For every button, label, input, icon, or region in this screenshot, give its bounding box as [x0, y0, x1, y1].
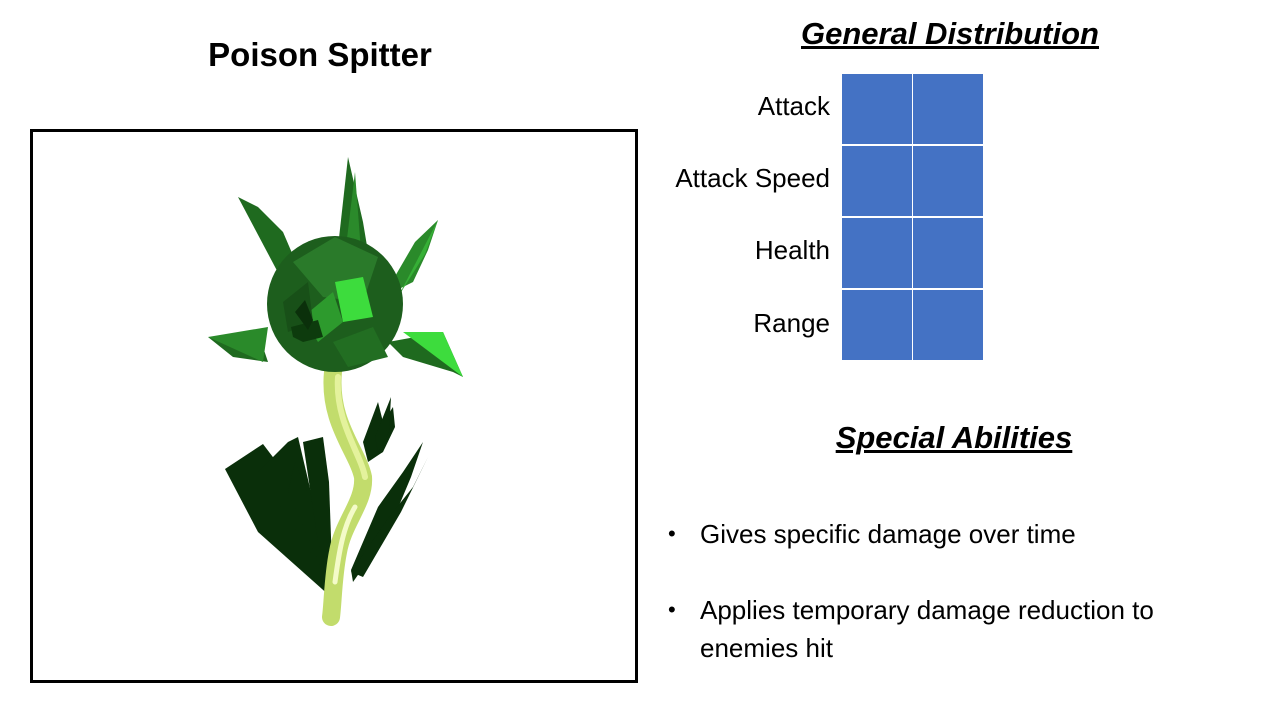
stat-label-range: Range	[753, 308, 830, 338]
plant-image-frame	[30, 129, 638, 683]
bullet-icon: •	[668, 521, 676, 546]
poison-spitter-plant-illustration	[208, 157, 463, 626]
bullet-icon: •	[668, 597, 676, 622]
stat-box-health-1	[842, 218, 913, 290]
stat-box-attack-2	[913, 74, 984, 146]
special-abilities-heading: Special Abilities	[835, 420, 1073, 455]
stat-box-health-2	[913, 218, 984, 290]
stat-label-attack: Attack	[757, 91, 830, 121]
stat-label-attack-speed: Attack Speed	[675, 163, 830, 193]
plant-head	[267, 236, 403, 372]
grass-blades	[225, 397, 428, 597]
ability-item: • Gives specific damage over time	[668, 515, 1248, 553]
ability-text: Gives specific damage over time	[700, 519, 1076, 549]
stat-box-range-2	[913, 290, 984, 360]
ability-text: Applies temporary damage reduction to en…	[700, 595, 1154, 663]
stat-box-range-1	[842, 290, 913, 360]
ability-item: • Applies temporary damage reduction to …	[668, 591, 1248, 667]
stat-box-attack-speed-2	[913, 146, 984, 218]
general-distribution-heading: General Distribution	[801, 16, 1099, 51]
ability-list: • Gives specific damage over time • Appl…	[668, 515, 1248, 705]
stat-box-attack-speed-1	[842, 146, 913, 218]
page-title: Poison Spitter	[208, 36, 432, 73]
stat-box-attack-1	[842, 74, 913, 146]
stat-label-health: Health	[754, 235, 830, 265]
